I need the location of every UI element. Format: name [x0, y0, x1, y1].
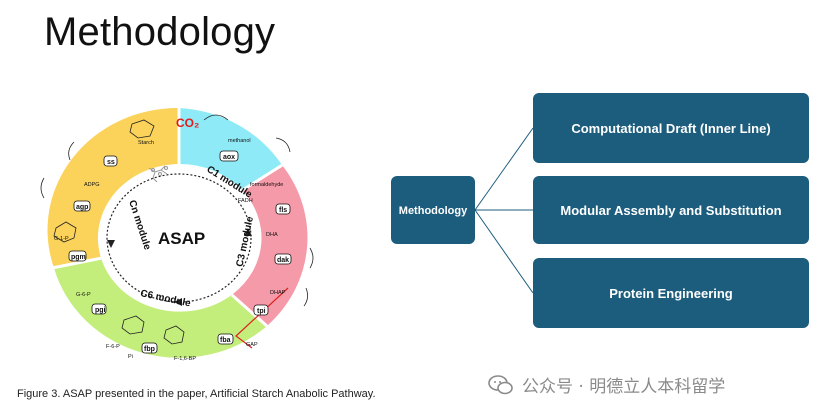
metabolite-formaldehyde: formaldehyde: [250, 182, 283, 188]
figure-caption: Figure 3. ASAP presented in the paper, A…: [17, 388, 376, 400]
methodology-diagram: Methodology Computational Draft (Inner L…: [380, 90, 820, 340]
metabolite-adpg: ADPG: [84, 182, 100, 188]
cn-segment: [47, 107, 179, 269]
watermark: 公众号 · 明德立人本科留学: [488, 372, 725, 397]
enzyme-pgm: pgm: [71, 254, 86, 261]
root-node: Methodology: [391, 176, 475, 244]
metabolite-dhap: DHAP: [270, 290, 286, 296]
enzyme-tpi: tpi: [257, 308, 266, 315]
metabolite-f16bp: F-1,6-BP: [174, 356, 196, 362]
metabolite-gap: GAP: [246, 342, 258, 348]
root-node-label: Methodology: [399, 205, 468, 217]
metabolite-starch: Starch: [138, 140, 154, 146]
c6-segment: [54, 258, 267, 358]
metabolite-f6p: F-6-P: [106, 344, 120, 350]
enzyme-ss: ss: [107, 159, 115, 166]
metabolite-fadh: FADH: [238, 198, 253, 204]
enzyme-fba: fba: [220, 337, 231, 344]
metabolite-g1p: G-1-P: [54, 236, 69, 242]
child-node-1-label: Computational Draft (Inner Line): [571, 121, 770, 136]
connector-3: [474, 209, 534, 294]
enzyme-fbp: fbp: [144, 346, 155, 353]
enzyme-aox: aox: [223, 154, 235, 161]
asap-figure: ASAP C1 module C3 module C6 module Cn mo…: [14, 98, 374, 378]
metabolite-dha: DHA: [266, 232, 278, 238]
child-node-3-label: Protein Engineering: [609, 286, 733, 301]
cn-module-label: Cn module: [126, 199, 153, 252]
watermark-text: 公众号 · 明德立人本科留学: [522, 377, 726, 397]
enzyme-pgi: pgi: [95, 307, 106, 314]
metabolite-pi: Pi: [128, 354, 133, 360]
enzyme-dak: dak: [277, 257, 289, 264]
c1-segment: [179, 108, 282, 190]
metabolite-g6p: G-6-P: [76, 292, 91, 298]
enzyme-agp: agp: [76, 204, 88, 211]
metabolite-methanol: methanol: [228, 138, 251, 144]
slide-title: Methodology: [44, 10, 276, 54]
child-node-1: Computational Draft (Inner Line): [533, 93, 809, 163]
child-node-2: Modular Assembly and Substitution: [533, 176, 809, 244]
connector-1: [474, 127, 534, 211]
enzyme-fls: fls: [279, 207, 287, 214]
c3-module-label: C3 module: [235, 215, 256, 268]
asap-pathway-wheel: ASAP C1 module C3 module C6 module Cn mo…: [40, 106, 314, 362]
asap-center-label: ASAP: [158, 229, 205, 248]
starch-glyph: [148, 165, 168, 183]
wechat-icon: [488, 374, 513, 394]
child-node-3: Protein Engineering: [533, 258, 809, 328]
co2-label: CO₂: [176, 116, 199, 130]
child-node-2-label: Modular Assembly and Substitution: [560, 203, 781, 218]
